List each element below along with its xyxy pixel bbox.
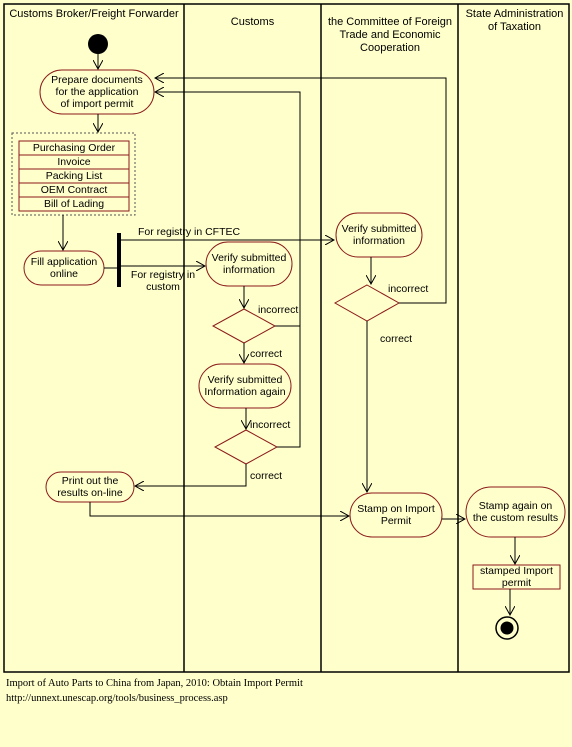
start-node (88, 34, 108, 54)
label-correct-1: correct (250, 348, 283, 360)
doc-oem-contract: OEM Contract (40, 184, 108, 196)
label-correct-3: correct (380, 333, 413, 345)
doc-bill-of-lading: Bill of Lading (43, 198, 105, 210)
activity-verify-again-label: Verify submitted Information again (204, 374, 286, 398)
fork-bar (117, 233, 121, 287)
end-node (495, 616, 519, 640)
label-correct-2: correct (250, 470, 283, 482)
activity-fill-label: Fill application online (30, 256, 98, 280)
activity-verify-customs (205, 241, 293, 287)
lane-title-cftec: the Committee of Foreign Trade and Econo… (327, 16, 453, 54)
decision-customs-2 (213, 429, 279, 465)
doc-packing-list: Packing List (45, 170, 103, 182)
lane-title-broker: Customs Broker/Freight Forwarder (9, 8, 179, 20)
swimlane-frame (3, 3, 570, 673)
stamped-permit-object (472, 564, 561, 590)
lane-title-taxation: State Administration of Taxation (465, 8, 564, 33)
doc-invoice: Invoice (57, 156, 91, 168)
activity-verify-cftec (335, 212, 423, 258)
caption-url: http://unnext.unescap.org/tools/business… (6, 693, 228, 704)
label-incorrect-1: incorrect (258, 304, 299, 316)
activity-stamp-again-label: Stamp again on the custom results (472, 500, 559, 524)
label-registry-custom: For registry in custom (130, 269, 196, 293)
flow-lines (63, 54, 515, 615)
activity-verify-again (198, 363, 292, 409)
activity-print-label: Print out the results on-line (57, 475, 123, 499)
activity-verify-customs-label: Verify submitted information (211, 252, 287, 276)
lane-title-customs: Customs (230, 16, 275, 28)
label-incorrect-3: incorrect (388, 283, 429, 295)
caption-title: Import of Auto Parts to China from Japan… (6, 678, 303, 689)
activity-stamp-import-label: Stamp on Import Permit (357, 503, 435, 527)
label-incorrect-2: incorrect (250, 419, 291, 431)
doc-purchasing-order: Purchasing Order (32, 142, 116, 154)
document-group (11, 132, 136, 216)
stamped-permit-label: stamped Import permit (480, 565, 553, 589)
activity-verify-cftec-label: Verify submitted information (341, 223, 417, 247)
activity-prepare-label: Prepare documents for the application of… (51, 74, 143, 110)
label-registry-cftec: For registry in CFTEC (138, 226, 241, 238)
activity-stamp-import (349, 492, 443, 538)
